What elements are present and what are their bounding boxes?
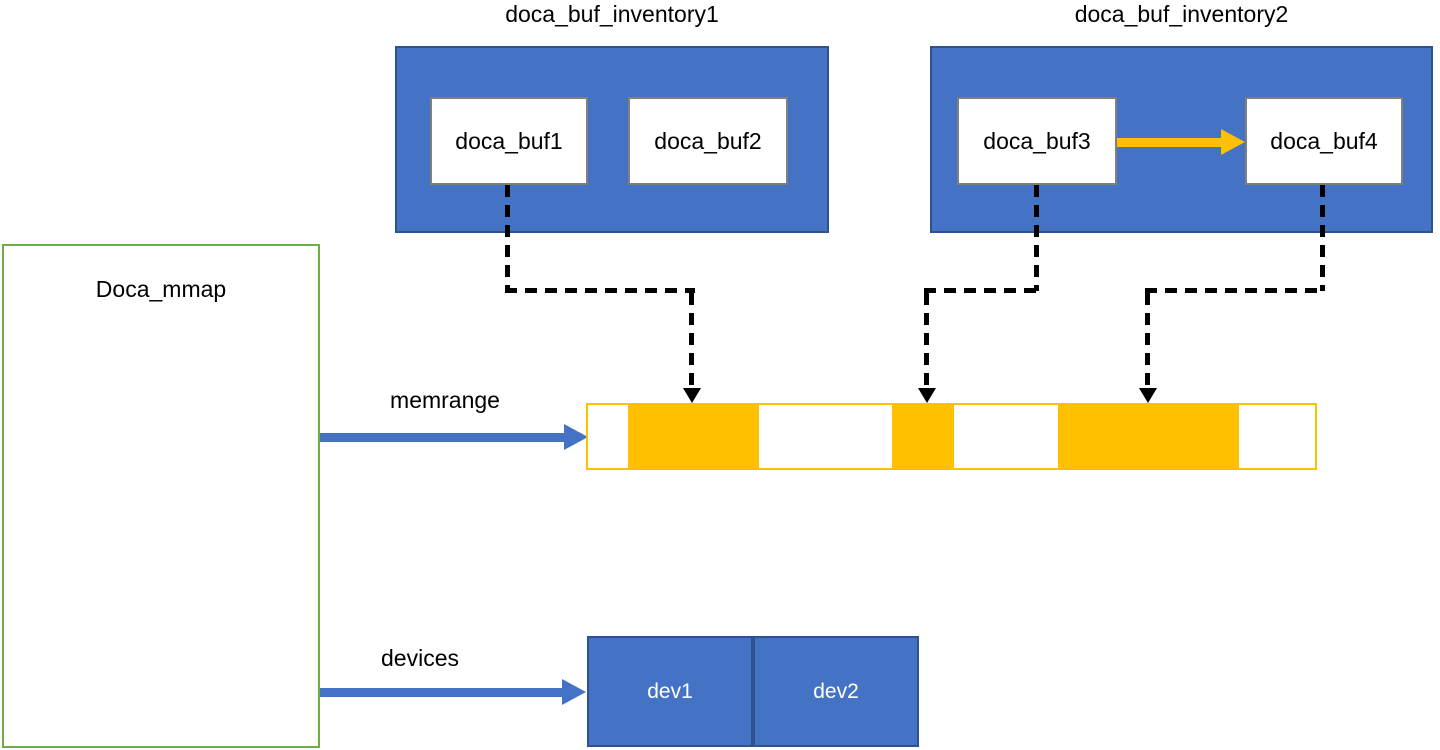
dev2-box: dev2 [753, 636, 919, 747]
doca-buf4-label: doca_buf4 [1270, 128, 1378, 154]
memrange-allocated-segment-1 [628, 405, 759, 468]
devices-label: devices [381, 645, 459, 671]
buf4-connector-arrowhead-icon [1139, 388, 1157, 403]
memrange-label: memrange [390, 387, 500, 413]
inventory2-title: doca_buf_inventory2 [1074, 1, 1289, 27]
buf3-to-buf4-arrow-shaft [1117, 138, 1221, 147]
buf1-connector-vline [505, 185, 510, 291]
buf3-connector-arrowhead-icon [918, 388, 936, 403]
buf1-connector-arrowhead-icon [683, 388, 701, 403]
doca-buf2-box: doca_buf2 [628, 97, 788, 185]
buf4-connector-vline [1320, 185, 1325, 291]
buf3-to-buf4-arrowhead-icon [1221, 129, 1245, 155]
buf4-connector-hline [1145, 288, 1325, 293]
dev2-label: dev2 [813, 680, 859, 703]
doca-buf3-label: doca_buf3 [983, 128, 1091, 154]
dev1-box: dev1 [587, 636, 753, 747]
memrange-allocated-segment-3 [1058, 405, 1239, 468]
buf4-connector-vline2 [1145, 293, 1150, 388]
buf1-connector-vline2 [689, 293, 694, 388]
doca-buf3-box: doca_buf3 [957, 97, 1117, 185]
doca-mmap-box: Doca_mmap [2, 244, 320, 748]
memrange-arrowhead-icon [564, 424, 588, 450]
devices-arrow-shaft [320, 688, 564, 697]
memrange-bar [586, 403, 1317, 470]
buf3-connector-vline2 [924, 293, 929, 388]
dev1-label: dev1 [647, 680, 693, 703]
buf3-connector-vline [1034, 185, 1039, 291]
doca-buf1-label: doca_buf1 [455, 128, 563, 154]
inventory1-title: doca_buf_inventory1 [505, 1, 719, 27]
doca-buf1-box: doca_buf1 [430, 97, 588, 185]
memrange-arrow-shaft [320, 433, 566, 442]
memrange-allocated-segment-2 [892, 405, 954, 468]
doca-buf4-box: doca_buf4 [1245, 97, 1403, 185]
doca-mmap-label: Doca_mmap [95, 276, 227, 302]
doca-buf2-label: doca_buf2 [654, 128, 762, 154]
devices-arrowhead-icon [562, 679, 586, 705]
buf3-connector-hline [924, 288, 1039, 293]
buf1-connector-hline [505, 288, 695, 293]
